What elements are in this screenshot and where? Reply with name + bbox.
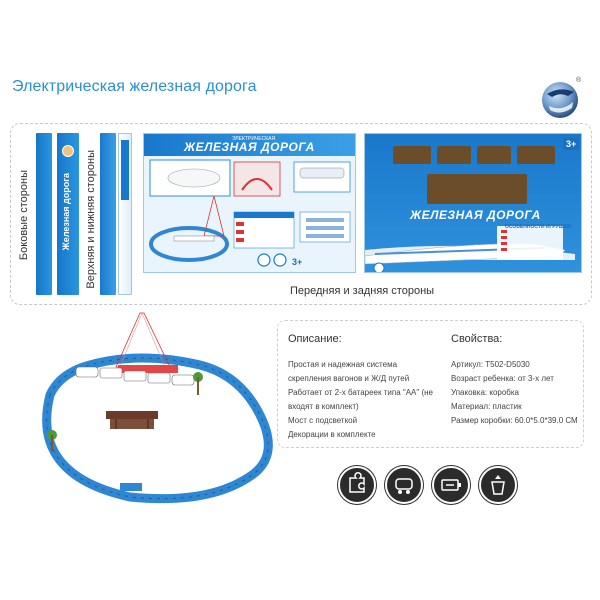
properties-line: Упаковка: коробка	[451, 388, 520, 397]
window-cutout-4	[517, 146, 555, 164]
train-icon	[385, 466, 423, 504]
front-age-badge: 3+	[292, 257, 303, 267]
window-cutout-5	[427, 174, 527, 204]
front-header	[144, 134, 355, 156]
front-artwork	[149, 159, 351, 267]
properties-heading: Свойства:	[451, 333, 503, 345]
face-sticker	[62, 145, 74, 157]
svg-text:®: ®	[576, 76, 582, 84]
side-strip-2: Железная дорога	[57, 133, 79, 295]
front-back-caption: Передняя и задняя стороны	[290, 285, 435, 297]
description-line: входят в комплект)	[288, 402, 359, 411]
topbottom-label: Верхняя и нижняя стороны	[85, 150, 97, 289]
top-strip-2	[118, 133, 132, 295]
window-cutout-1	[393, 146, 431, 164]
properties-line: Возраст ребенка: от 3-х лет	[451, 374, 554, 383]
top-strip-band	[121, 140, 129, 200]
description-line: Работает от 2-х батареек типа "AA" (не	[288, 388, 433, 397]
info-card: Описание: Простая и надежная система скр…	[277, 320, 584, 448]
box-front-panel: ЭЛЕКТРИЧЕСКАЯ ЖЕЛЕЗНАЯ ДОРОГА 3+	[143, 133, 356, 273]
window-cutout-3	[477, 146, 511, 164]
description-line: Мост с подсветкой	[288, 416, 358, 425]
top-strip-1	[100, 133, 116, 295]
packaging-frame	[10, 123, 592, 305]
side-strip-1	[36, 133, 52, 295]
description-line: Декорации в комплекте	[288, 430, 376, 439]
brand-logo: ®	[542, 76, 582, 118]
plastic-icon	[479, 466, 517, 504]
box-back-panel: 3+ ЖЕЛЕЗНАЯ ДОРОГА ОСОБЕННОСТИ ИГРУШКИ:	[364, 133, 582, 273]
properties-line: Артикул: T502-D5030	[451, 360, 530, 369]
back-artwork	[365, 226, 575, 272]
product-photo	[42, 312, 273, 504]
description-line: Простая и надежная система	[288, 360, 398, 369]
battery-icon	[432, 466, 470, 504]
back-features-header: ОСОБЕННОСТИ ИГРУШКИ:	[505, 224, 572, 230]
properties-line: Материал: пластик	[451, 402, 522, 411]
window-cutout-2	[437, 146, 471, 164]
description-line: скрепления вагонов и Ж/Д путей	[288, 374, 410, 383]
back-title: ЖЕЛЕЗНАЯ ДОРОГА	[410, 208, 541, 222]
page-title: Электрическая железная дорога	[12, 78, 257, 95]
description-heading: Описание:	[288, 333, 342, 345]
puzzle-icon	[338, 466, 376, 504]
side-label: Боковые стороны	[18, 170, 30, 261]
properties-line: Размер коробки: 60.0*5.0*39.0 СМ	[451, 416, 578, 425]
front-title-small: ЭЛЕКТРИЧЕСКАЯ	[232, 136, 276, 142]
front-title: ЖЕЛЕЗНАЯ ДОРОГА	[184, 140, 315, 154]
side-strip-title: Железная дорога	[61, 173, 71, 251]
back-age-badge: 3+	[563, 138, 580, 150]
